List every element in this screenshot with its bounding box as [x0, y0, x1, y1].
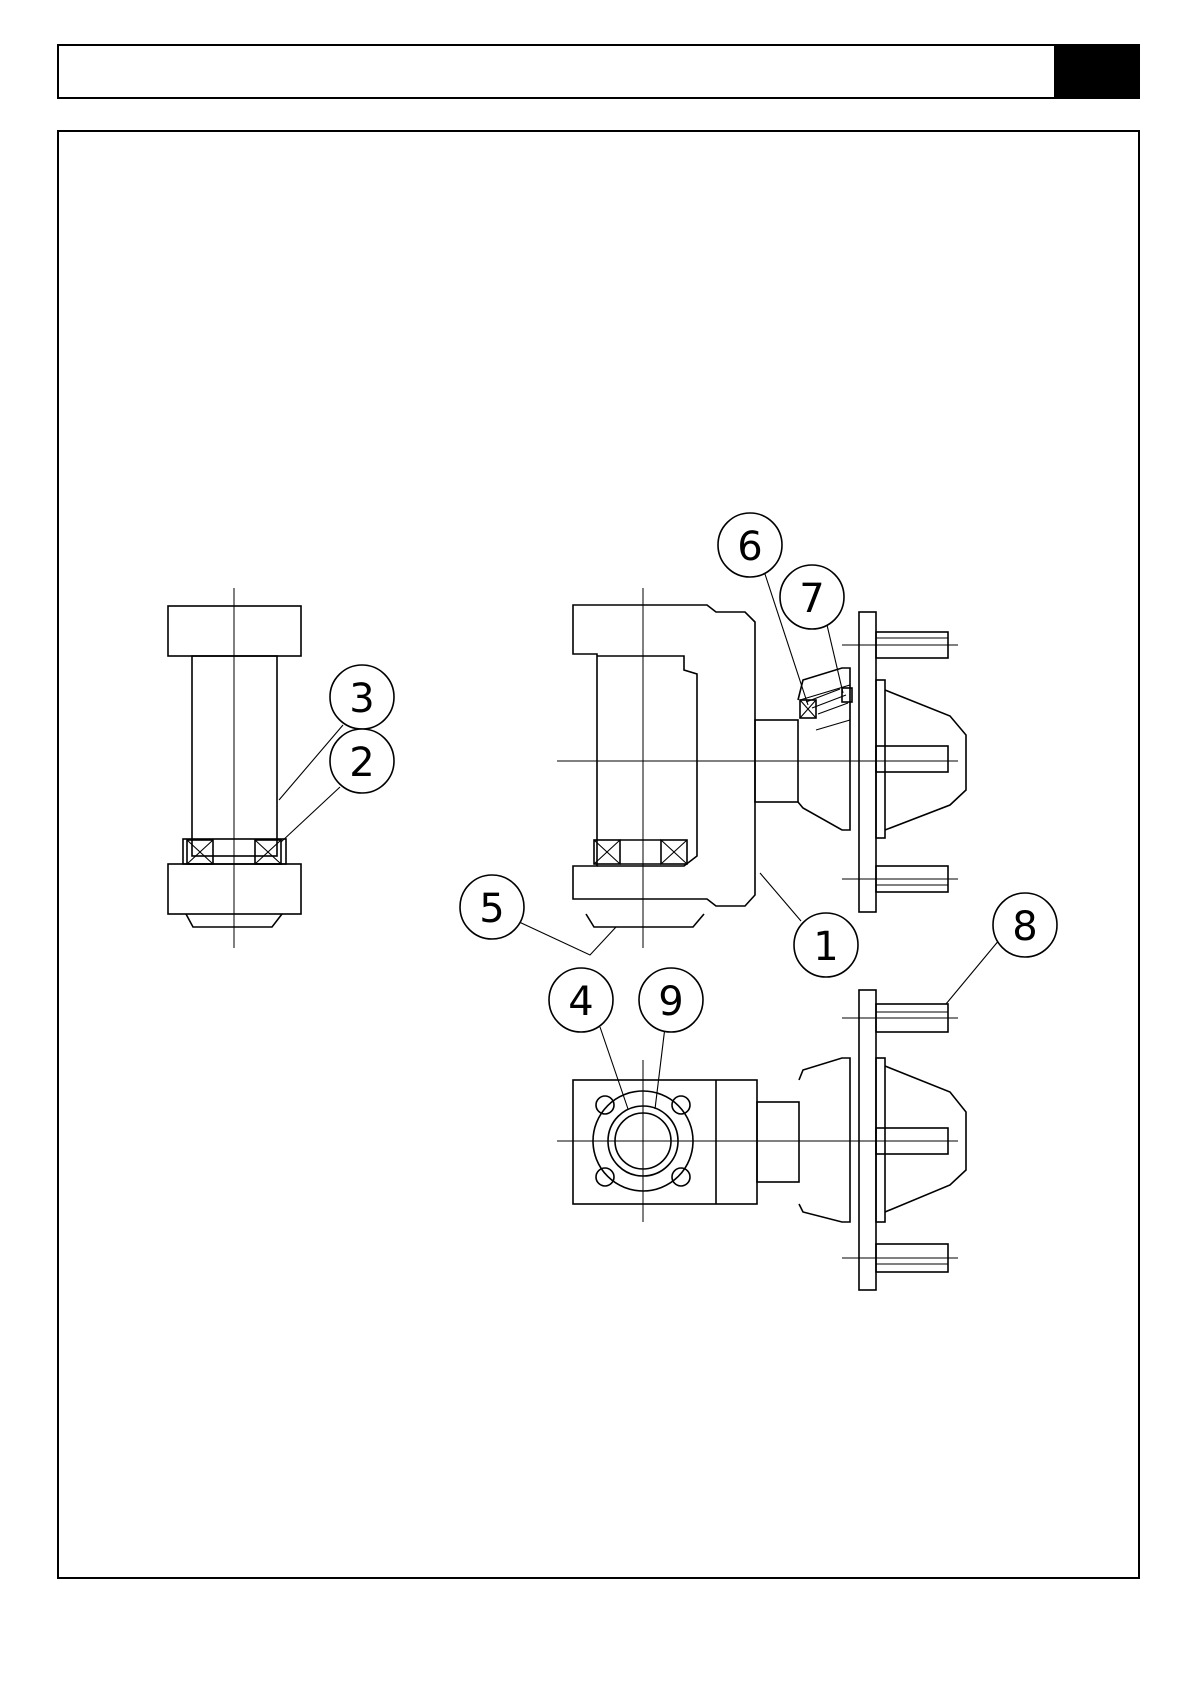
balloon-2-label: 2	[349, 740, 374, 786]
seal-detail	[800, 685, 852, 730]
balloon-1: 1	[794, 913, 858, 977]
balloon-6: 6	[718, 513, 782, 577]
leader-lines	[279, 568, 1000, 1109]
balloon-4-label: 4	[568, 979, 593, 1025]
balloon-3: 3	[330, 665, 394, 729]
balloon-8-label: 8	[1012, 904, 1037, 950]
balloon-6-label: 6	[737, 524, 762, 570]
bearing-mid-b	[661, 840, 687, 864]
balloon-5-label: 5	[479, 886, 504, 932]
hub-assembly-bottom	[557, 990, 966, 1290]
balloon-3-label: 3	[349, 676, 374, 722]
balloon-7-label: 7	[799, 576, 824, 622]
balloon-5: 5	[460, 875, 524, 939]
balloon-7: 7	[780, 565, 844, 629]
bearing-left-a	[187, 840, 213, 864]
knuckle-side-view	[573, 588, 755, 948]
bearing-mid-a	[594, 840, 620, 864]
balloon-4: 4	[549, 968, 613, 1032]
balloon-9: 9	[639, 968, 703, 1032]
balloon-1-label: 1	[813, 924, 838, 970]
hub-assembly-top	[557, 612, 966, 912]
balloon-8: 8	[993, 893, 1057, 957]
balloon-2: 2	[330, 729, 394, 793]
left-shaft-view	[168, 588, 301, 948]
balloon-9-label: 9	[658, 979, 683, 1025]
